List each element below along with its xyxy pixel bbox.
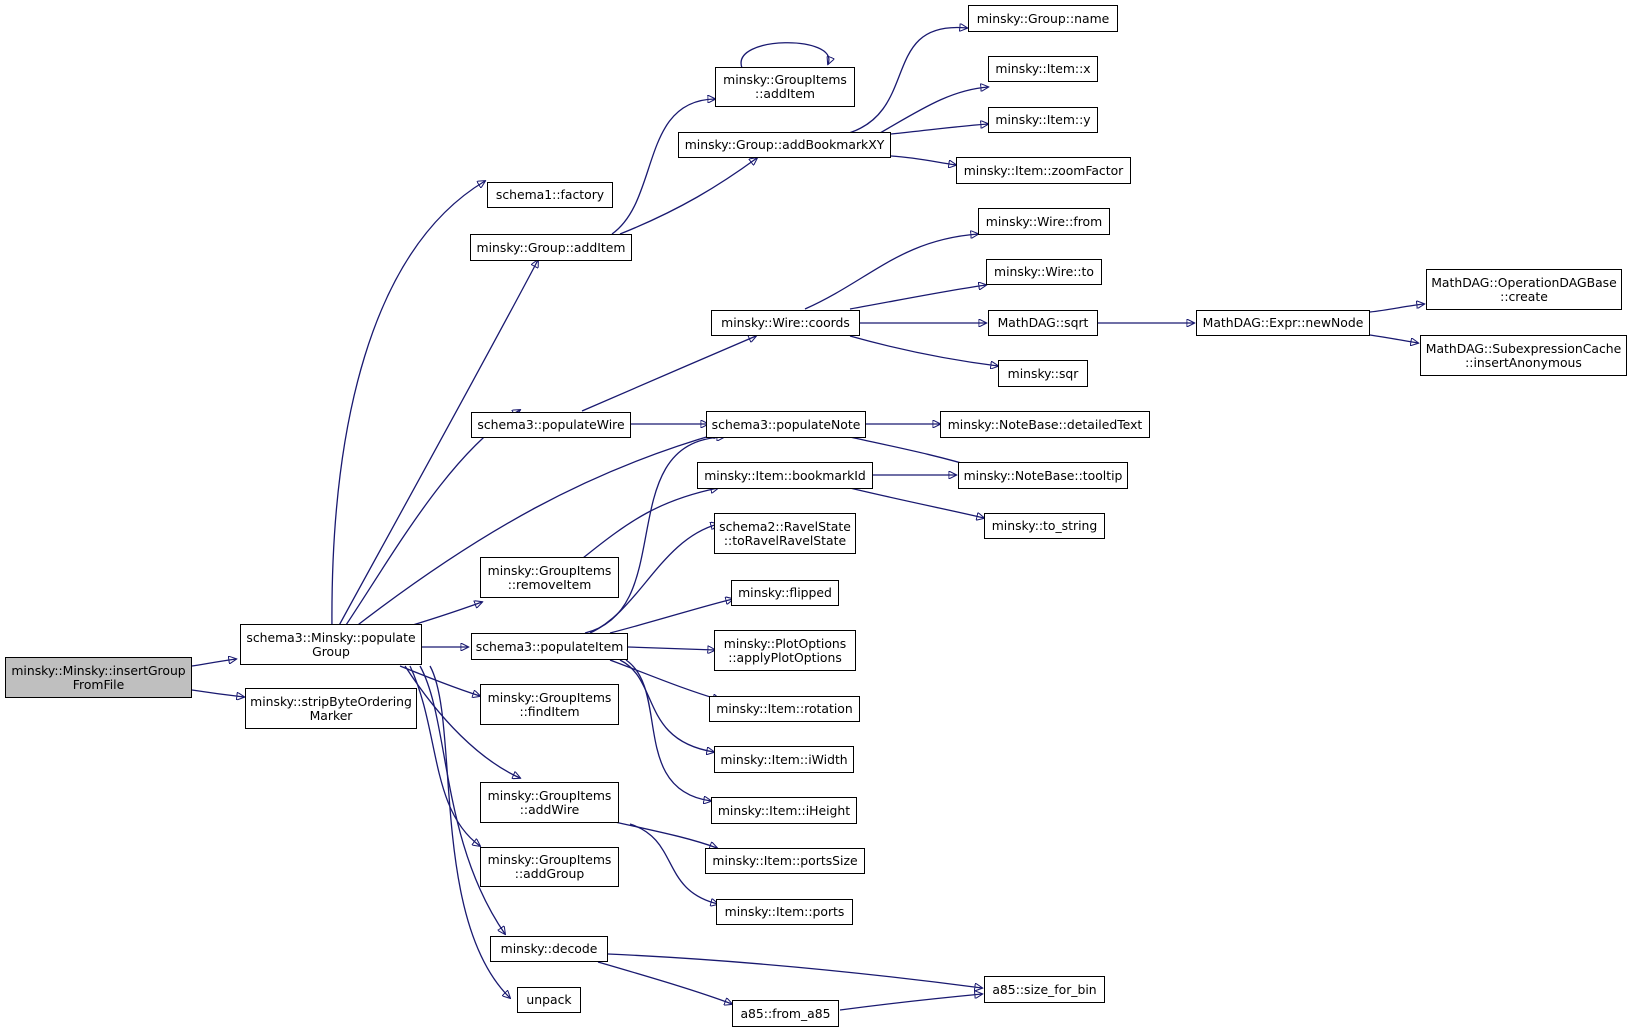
node-schema1-factory[interactable]: schema1::factory — [487, 182, 613, 208]
edge — [804, 234, 978, 310]
edge — [1369, 334, 1418, 343]
node-item-rotation[interactable]: minsky::Item::rotation — [709, 696, 860, 722]
edge — [191, 659, 236, 667]
edge — [589, 524, 718, 634]
edge — [581, 336, 756, 412]
node-wire-to[interactable]: minsky::Wire::to — [986, 259, 1102, 285]
edge — [879, 87, 988, 134]
node-populate-group[interactable]: schema3::Minsky::populate Group — [240, 624, 422, 665]
edge — [619, 659, 714, 752]
node-to-string[interactable]: minsky::to_string — [984, 513, 1105, 539]
edge — [429, 665, 510, 998]
edge — [849, 285, 986, 310]
node-insert-group-from-file[interactable]: minsky::Minsky::insertGroup FromFile — [5, 657, 192, 698]
edge — [848, 27, 967, 134]
edge — [331, 181, 485, 632]
edge — [890, 124, 988, 135]
edge — [740, 42, 829, 69]
node-populate-note[interactable]: schema3::populateNote — [706, 411, 866, 438]
edge — [890, 155, 956, 165]
edge — [849, 487, 984, 518]
node-item-x[interactable]: minsky::Item::x — [988, 56, 1098, 82]
edge — [1369, 304, 1424, 313]
node-unpack[interactable]: unpack — [517, 987, 581, 1013]
node-wire-from[interactable]: minsky::Wire::from — [978, 208, 1110, 235]
node-bookmark-id[interactable]: minsky::Item::bookmarkId — [697, 462, 873, 489]
edge — [627, 647, 715, 650]
node-item-zoom-factor[interactable]: minsky::Item::zoomFactor — [956, 157, 1131, 184]
edge — [839, 994, 982, 1011]
node-decode[interactable]: minsky::decode — [490, 936, 608, 962]
node-item-y[interactable]: minsky::Item::y — [988, 107, 1098, 133]
edge — [849, 335, 998, 366]
node-wire-coords[interactable]: minsky::Wire::coords — [711, 310, 860, 336]
node-detailed-text[interactable]: minsky::NoteBase::detailedText — [940, 411, 1150, 438]
node-populate-wire[interactable]: schema3::populateWire — [471, 412, 631, 438]
edge — [625, 659, 711, 801]
edge — [629, 823, 718, 904]
node-add-wire[interactable]: minsky::GroupItems ::addWire — [480, 782, 619, 823]
node-size-for-bin[interactable]: a85::size_for_bin — [984, 976, 1105, 1003]
node-remove-item[interactable]: minsky::GroupItems ::removeItem — [480, 557, 619, 598]
node-group-add-item[interactable]: minsky::Group::addItem — [470, 234, 632, 261]
edge — [349, 433, 720, 632]
node-add-bookmark-xy[interactable]: minsky::Group::addBookmarkXY — [678, 132, 891, 158]
node-item-ports[interactable]: minsky::Item::ports — [716, 899, 853, 925]
edge — [597, 961, 732, 1004]
edge — [191, 689, 244, 697]
node-operation-dag-base-create[interactable]: MathDAG::OperationDAGBase ::create — [1426, 269, 1622, 310]
edge — [409, 665, 480, 846]
node-populate-item[interactable]: schema3::populateItem — [471, 633, 628, 660]
node-sqr[interactable]: minsky::sqr — [998, 360, 1088, 387]
edge — [419, 665, 505, 934]
node-tooltip[interactable]: minsky::NoteBase::tooltip — [958, 462, 1128, 489]
node-find-item[interactable]: minsky::GroupItems ::findItem — [480, 684, 619, 725]
node-item-iwidth[interactable]: minsky::Item::iWidth — [714, 746, 854, 773]
edge — [609, 659, 720, 700]
edge — [335, 260, 538, 632]
edge — [614, 821, 717, 848]
node-mathdag-sqrt[interactable]: MathDAG::sqrt — [988, 310, 1098, 336]
node-add-group[interactable]: minsky::GroupItems ::addGroup — [480, 847, 619, 887]
edge — [611, 99, 715, 235]
node-item-ports-size[interactable]: minsky::Item::portsSize — [705, 848, 865, 874]
node-flipped[interactable]: minsky::flipped — [731, 580, 839, 606]
node-apply-plot-options[interactable]: minsky::PlotOptions ::applyPlotOptions — [714, 630, 856, 671]
node-from-a85[interactable]: a85::from_a85 — [732, 1000, 839, 1027]
node-group-items-add-item[interactable]: minsky::GroupItems ::addItem — [715, 67, 855, 107]
edge — [619, 158, 757, 235]
node-group-name[interactable]: minsky::Group::name — [968, 5, 1118, 32]
node-insert-anonymous[interactable]: MathDAG::SubexpressionCache ::insertAnon… — [1420, 335, 1627, 376]
edge — [399, 665, 480, 696]
edge — [609, 599, 733, 634]
node-item-iheight[interactable]: minsky::Item::iHeight — [711, 797, 857, 824]
edge — [582, 488, 718, 559]
node-new-node[interactable]: MathDAG::Expr::newNode — [1196, 310, 1370, 336]
edge — [607, 953, 982, 988]
node-to-ravel-ravel-state[interactable]: schema2::RavelState ::toRavelRavelState — [714, 513, 856, 554]
node-strip-byte-ordering-marker[interactable]: minsky::stripByteOrdering Marker — [245, 688, 417, 729]
